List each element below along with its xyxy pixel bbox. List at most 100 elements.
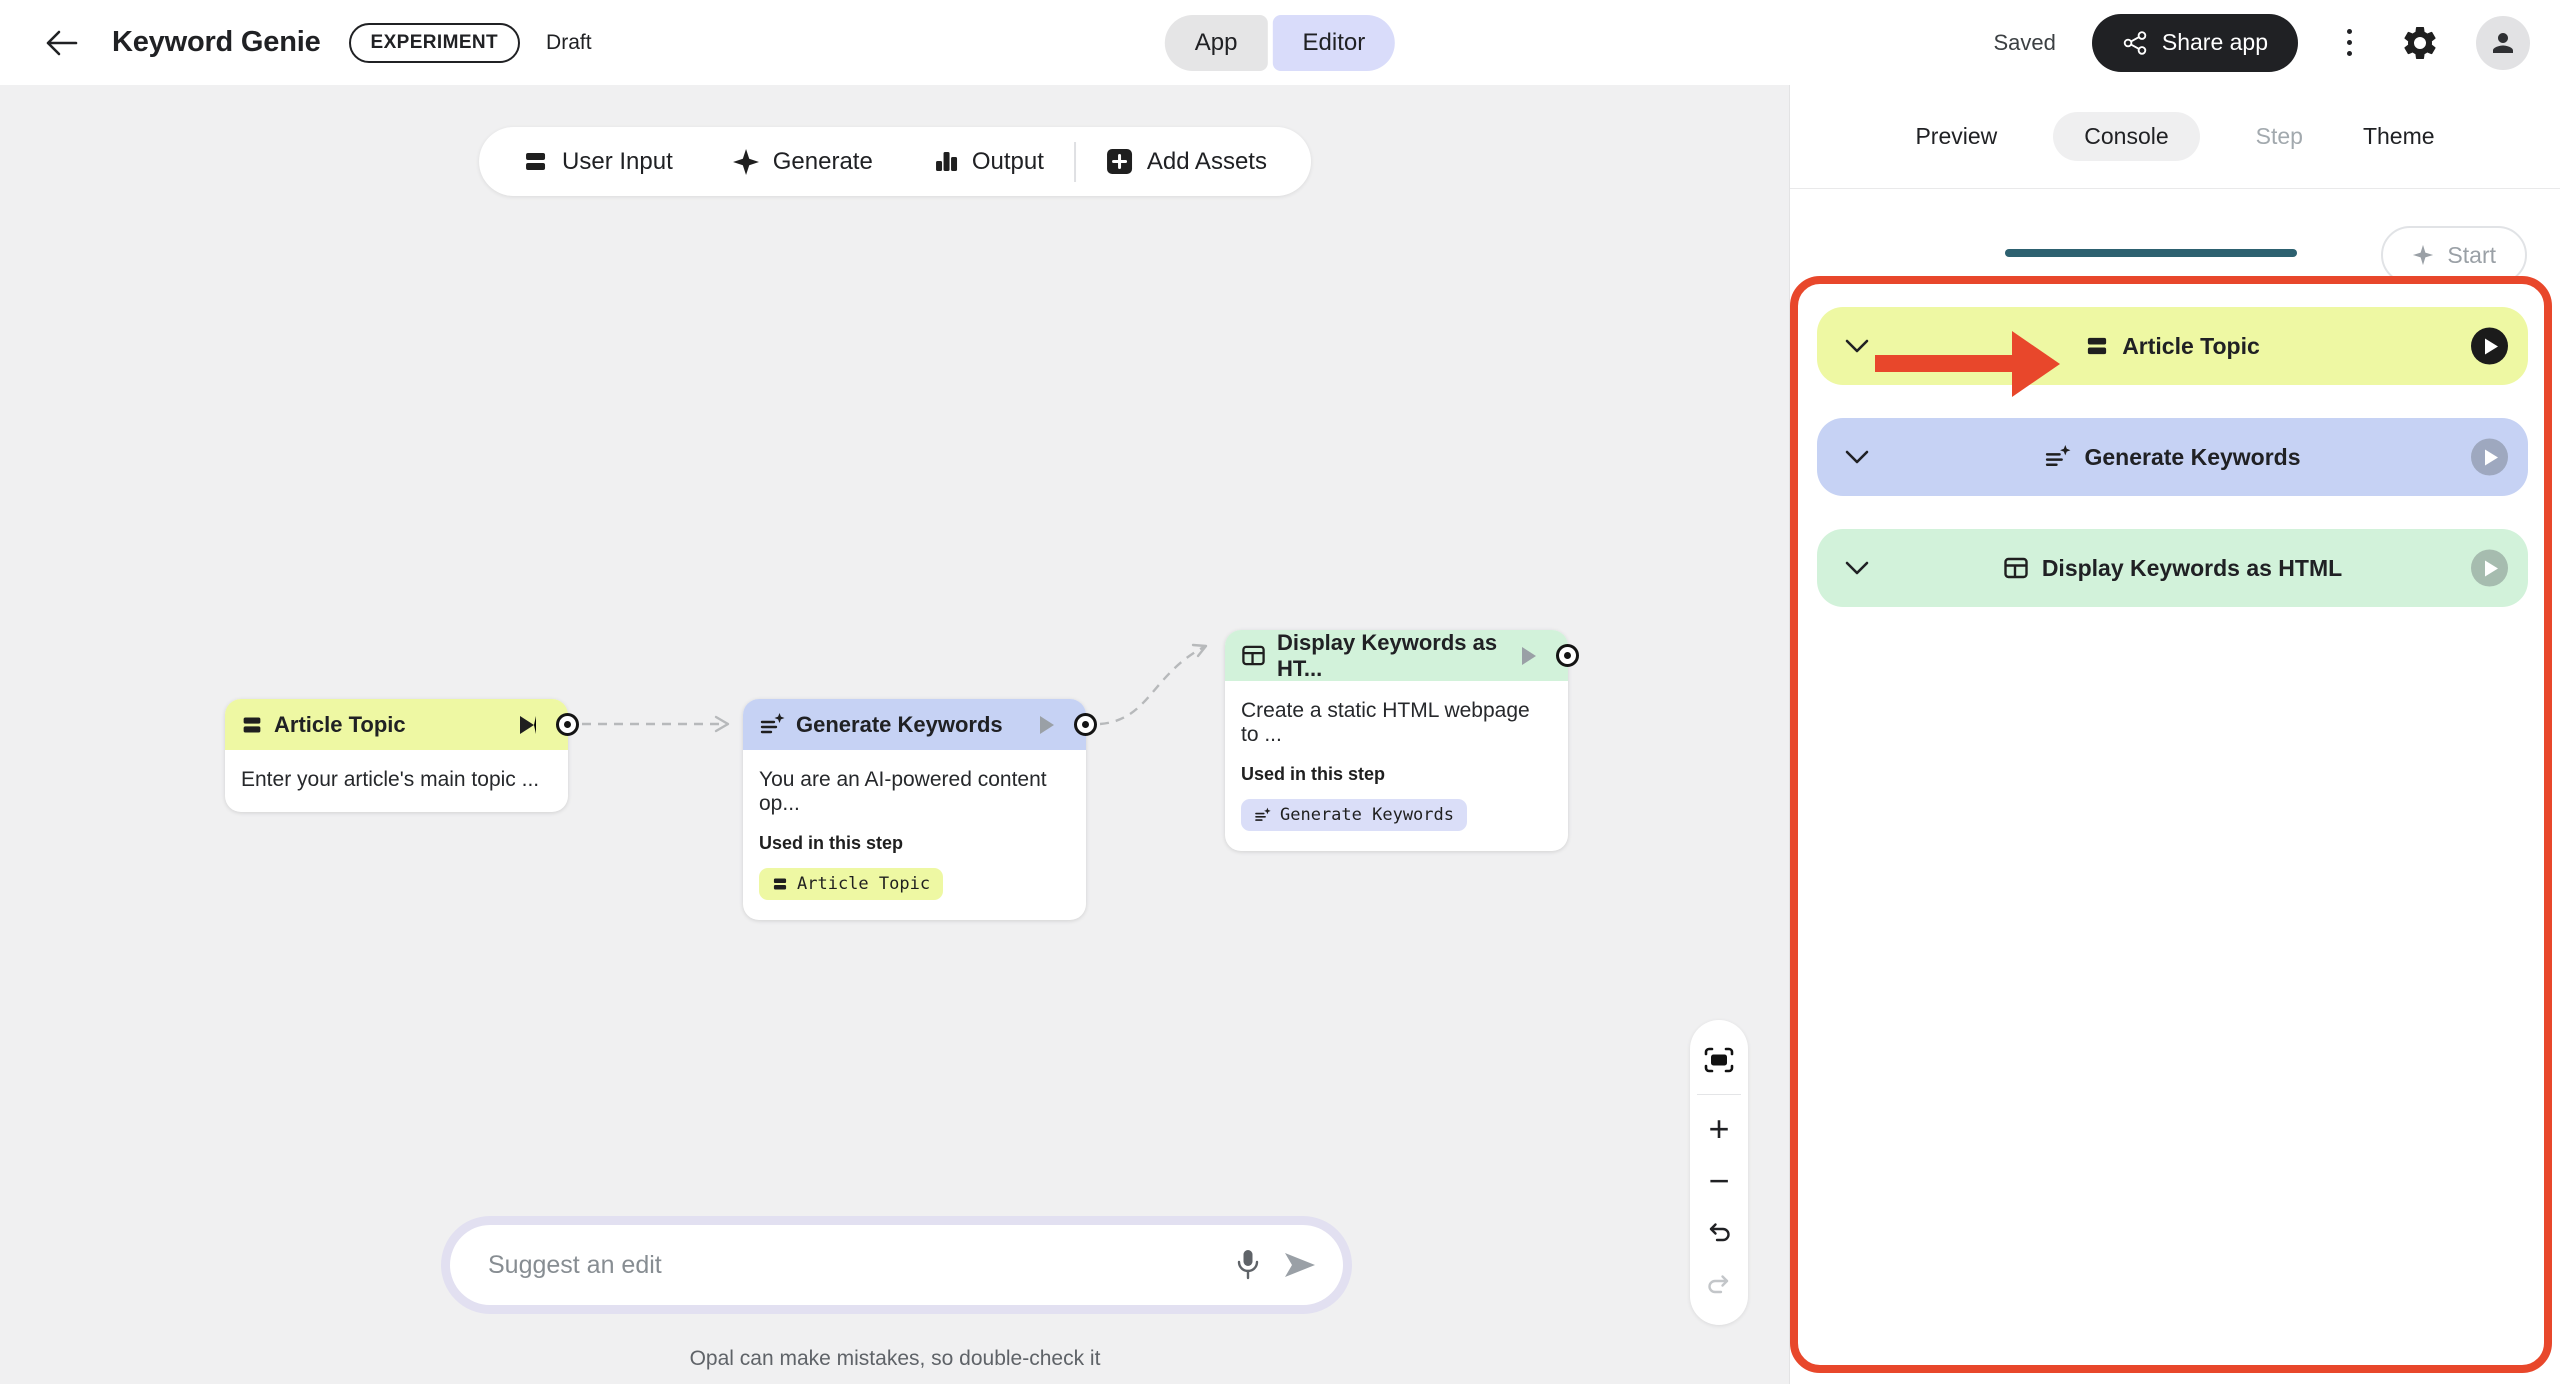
- send-button[interactable]: [1283, 1250, 1317, 1280]
- chevron-down-icon[interactable]: [1835, 546, 1879, 590]
- mic-button[interactable]: [1233, 1248, 1263, 1282]
- flow-canvas[interactable]: User Input Generate Output Add Assets: [0, 85, 1790, 1384]
- chevron-down-icon[interactable]: [1835, 435, 1879, 479]
- page-title: Keyword Genie: [112, 26, 321, 58]
- start-button[interactable]: Start: [2381, 226, 2527, 284]
- user-input-icon: [772, 876, 788, 892]
- zoom-out-button[interactable]: −: [1690, 1155, 1748, 1207]
- tab-editor[interactable]: Editor: [1272, 14, 1396, 71]
- run-controls: Start: [1790, 189, 2560, 307]
- fit-to-screen-icon: [1704, 1047, 1734, 1073]
- console-card-generate-keywords[interactable]: Generate Keywords: [1817, 418, 2528, 496]
- canvas-view-controls: + −: [1690, 1020, 1748, 1325]
- zoom-in-button[interactable]: +: [1690, 1103, 1748, 1155]
- ref-chip-label: Generate Keywords: [1280, 805, 1454, 825]
- gear-icon: [2400, 23, 2440, 63]
- microphone-icon: [1233, 1248, 1263, 1282]
- back-arrow-icon: [44, 29, 78, 57]
- run-node-button[interactable]: [1522, 646, 1536, 665]
- tab-console[interactable]: Console: [2053, 112, 2200, 161]
- undo-icon: [1705, 1220, 1733, 1246]
- run-step-button[interactable]: [2471, 549, 2508, 587]
- output-port[interactable]: [1556, 644, 1579, 667]
- bar-chart-icon: [933, 149, 958, 174]
- output-label: Output: [971, 147, 1044, 175]
- right-panel: Preview Console Step Theme Start Article…: [1790, 85, 2560, 1384]
- user-input-icon: [241, 714, 263, 736]
- more-options-button[interactable]: [2334, 20, 2364, 66]
- add-generate-button[interactable]: Generate: [703, 127, 903, 196]
- webpage-icon: [1241, 643, 1266, 668]
- add-plus-icon: [1106, 148, 1133, 175]
- node-body-text: You are an AI-powered content op...: [759, 768, 1047, 815]
- tab-preview[interactable]: Preview: [1911, 113, 2001, 160]
- disclaimer-text: Opal can make mistakes, so double-check …: [689, 1347, 1101, 1370]
- generate-text-icon: [759, 712, 785, 738]
- suggest-edit-bar: [441, 1216, 1352, 1314]
- panel-tab-bar: Preview Console Step Theme: [1790, 85, 2560, 189]
- user-input-icon: [2085, 334, 2109, 358]
- node-display-keywords[interactable]: Display Keywords as HT... Create a stati…: [1225, 629, 1579, 851]
- input-ref-chip[interactable]: Generate Keywords: [1241, 799, 1467, 831]
- card-title: Article Topic: [2122, 332, 2260, 359]
- tab-theme[interactable]: Theme: [2359, 113, 2439, 160]
- topbar: Keyword Genie EXPERIMENT Draft App Edito…: [0, 0, 2560, 85]
- output-port[interactable]: [1074, 713, 1097, 736]
- back-button[interactable]: [38, 20, 84, 66]
- webpage-icon: [2003, 555, 2029, 581]
- run-progress-bar: [2005, 249, 2297, 257]
- send-icon: [1283, 1250, 1317, 1280]
- node-title: Article Topic: [274, 711, 406, 737]
- tab-step[interactable]: Step: [2252, 113, 2307, 160]
- generate-label: Generate: [772, 147, 873, 175]
- node-title: Display Keywords as HT...: [1277, 629, 1498, 681]
- controls-divider: [1697, 1094, 1741, 1095]
- node-body-text: Enter your article's main topic ...: [241, 768, 540, 791]
- suggest-edit-input[interactable]: [488, 1250, 1233, 1280]
- redo-button[interactable]: [1690, 1259, 1748, 1311]
- fit-to-screen-button[interactable]: [1690, 1034, 1748, 1086]
- console-card-article-topic[interactable]: Article Topic: [1817, 307, 2528, 385]
- sparkle-icon: [2412, 244, 2434, 266]
- person-icon: [2488, 28, 2518, 58]
- card-title: Display Keywords as HTML: [2041, 554, 2343, 581]
- add-assets-button[interactable]: Add Assets: [1076, 127, 1297, 196]
- node-generate-keywords[interactable]: Generate Keywords You are an AI-powered …: [743, 699, 1097, 920]
- node-display-keywords-header[interactable]: Display Keywords as HT...: [1225, 629, 1579, 681]
- ref-chip-label: Article Topic: [797, 874, 931, 894]
- run-node-button[interactable]: [520, 715, 536, 734]
- experiment-badge: EXPERIMENT: [348, 22, 521, 63]
- run-node-button[interactable]: [1040, 715, 1054, 734]
- node-toolbar: User Input Generate Output Add Assets: [479, 127, 1311, 196]
- node-generate-keywords-header[interactable]: Generate Keywords: [743, 699, 1097, 750]
- user-input-icon: [523, 149, 548, 174]
- user-input-label: User Input: [562, 147, 673, 175]
- console-card-display-keywords[interactable]: Display Keywords as HTML: [1817, 529, 2528, 607]
- node-body-text: Create a static HTML webpage to ...: [1241, 699, 1530, 746]
- input-ref-chip[interactable]: Article Topic: [759, 868, 944, 900]
- generate-text-icon: [1254, 807, 1271, 824]
- chevron-down-icon[interactable]: [1835, 324, 1879, 368]
- node-article-topic-header[interactable]: Article Topic: [225, 699, 579, 750]
- share-icon: [2122, 30, 2148, 56]
- share-app-label: Share app: [2161, 29, 2268, 55]
- saved-status: Saved: [1993, 29, 2056, 55]
- used-in-step-label: Used in this step: [759, 833, 904, 853]
- toolbar-divider: [1073, 141, 1076, 182]
- add-user-input-button[interactable]: User Input: [493, 127, 703, 196]
- undo-button[interactable]: [1690, 1207, 1748, 1259]
- tab-app[interactable]: App: [1164, 14, 1268, 71]
- generate-text-icon: [2044, 444, 2071, 471]
- start-label: Start: [2447, 241, 2496, 268]
- share-app-button[interactable]: Share app: [2091, 13, 2298, 72]
- draft-status: Draft: [546, 30, 592, 54]
- run-step-button[interactable]: [2471, 327, 2508, 365]
- avatar[interactable]: [2476, 15, 2530, 70]
- add-assets-label: Add Assets: [1146, 147, 1267, 175]
- output-port[interactable]: [556, 713, 579, 736]
- add-output-button[interactable]: Output: [903, 127, 1074, 196]
- settings-button[interactable]: [2400, 23, 2440, 63]
- node-article-topic[interactable]: Article Topic Enter your article's main …: [225, 699, 579, 812]
- run-step-button[interactable]: [2471, 438, 2508, 476]
